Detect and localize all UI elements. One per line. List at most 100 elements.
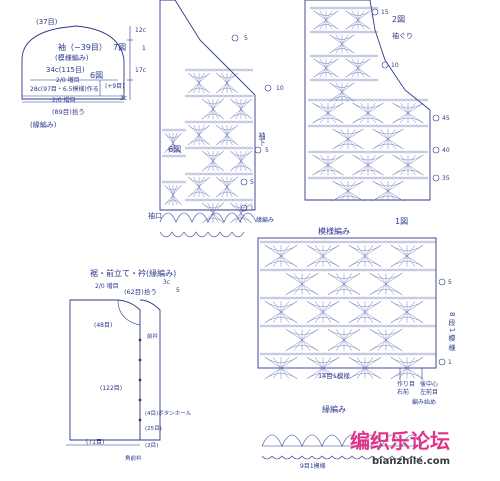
chain-stitch (427, 296, 433, 300)
chain-stitch (299, 352, 305, 356)
chain-stitch (375, 352, 381, 356)
chain-stitch (244, 120, 250, 124)
stitch-motif (385, 339, 395, 351)
chain-stitch (196, 94, 202, 98)
chain-stitch (329, 54, 335, 58)
chain-stitch (367, 98, 373, 102)
back-center-label: 後中心 (420, 380, 438, 388)
stitch-motif (341, 91, 355, 102)
chain-stitch (343, 268, 349, 272)
chain-stitch (347, 352, 353, 356)
stitch-motif (367, 154, 376, 166)
stitch-motif (352, 102, 369, 114)
stitch-motif (407, 112, 416, 124)
chain-stitch (220, 94, 226, 98)
stitch-motif (332, 180, 349, 192)
chain-stitch (343, 324, 349, 328)
stitch-motif (293, 283, 303, 295)
sleeve-under-label: 袖下 (258, 131, 266, 147)
stitch-motif (364, 311, 382, 323)
chain-stitch (407, 98, 413, 102)
chain-stitch (240, 198, 246, 202)
chain-stitch (427, 324, 433, 328)
chain-stitch (295, 324, 301, 328)
chain-stitch (208, 68, 214, 72)
chain-stitch (335, 240, 341, 244)
chain-stitch (319, 352, 325, 356)
chain-stitch (355, 176, 361, 180)
chain-stitch (333, 78, 339, 82)
chain-stitch (341, 54, 347, 58)
stitch-motif (335, 339, 345, 351)
stitch-motif (168, 132, 174, 144)
chain-stitch (259, 324, 265, 328)
stitch-motif (392, 154, 409, 166)
chain-stitch (329, 30, 335, 34)
right-front-label: 右前 (397, 388, 409, 396)
stitch-motif (322, 311, 332, 323)
chain-stitch (240, 120, 246, 124)
chain-stitch (387, 150, 393, 154)
stitch-motif (332, 138, 349, 150)
stitch-motif (240, 98, 247, 110)
stitch-motif (329, 43, 343, 54)
stitch-motif (327, 283, 345, 295)
chain-stitch (361, 6, 367, 10)
chain-stitch (204, 68, 210, 72)
chain-stitch (375, 98, 381, 102)
stitch-motif (407, 102, 424, 114)
stitch-motif (193, 186, 200, 198)
chain-stitch (311, 352, 317, 356)
chain-stitch (184, 120, 190, 124)
pattern-count-label: 14目1模様 (318, 371, 350, 380)
stitch-motif (240, 160, 252, 172)
stitch-motif (325, 19, 333, 30)
stitch-motif (312, 102, 329, 114)
stitch-motif (198, 176, 210, 188)
stitch-motif (335, 329, 345, 341)
stitch-motif (306, 311, 324, 323)
chain-stitch (224, 172, 230, 176)
stitch-motif (235, 160, 242, 172)
stitch-motif (322, 301, 340, 313)
stitch-motif (212, 160, 224, 172)
chain-stitch (173, 180, 179, 184)
chain-stitch (375, 176, 381, 180)
chain-stitch (192, 68, 198, 72)
stitch-motif (345, 19, 359, 30)
chain-stitch (343, 240, 349, 244)
stitch-motif (198, 124, 210, 136)
stitch-motif (172, 142, 182, 154)
chain-stitch (315, 352, 321, 356)
stitch-motif (407, 164, 424, 176)
stitch-motif (240, 212, 247, 224)
chain-stitch (259, 296, 265, 300)
chain-stitch (379, 150, 385, 154)
stitch-motif (216, 134, 228, 146)
chain-stitch (341, 6, 347, 10)
stitch-motif (392, 102, 409, 114)
chain-stitch (311, 296, 317, 300)
stitch-motif (226, 82, 233, 94)
chain-stitch (259, 240, 265, 244)
chain-stitch (371, 98, 377, 102)
chain-stitch (339, 240, 345, 244)
stitch-motif (343, 339, 353, 351)
stitch-motif (212, 212, 219, 224)
stitch-motif (216, 124, 228, 136)
stitch-motif (327, 154, 336, 166)
stitch-motif (347, 128, 356, 140)
chain-stitch (415, 324, 421, 328)
stitch-motif (285, 339, 303, 351)
chain-stitch (341, 78, 347, 82)
chain-stitch (220, 198, 226, 202)
chain-stitch (319, 124, 325, 128)
stitch-motif (364, 301, 374, 313)
stitch-motif (198, 72, 205, 84)
chain-stitch (363, 352, 369, 356)
stitch-motif (172, 184, 182, 196)
chain-stitch (423, 352, 429, 356)
stitch-motif (312, 154, 329, 166)
stitch-motif (343, 339, 361, 351)
chain-stitch (248, 94, 254, 98)
